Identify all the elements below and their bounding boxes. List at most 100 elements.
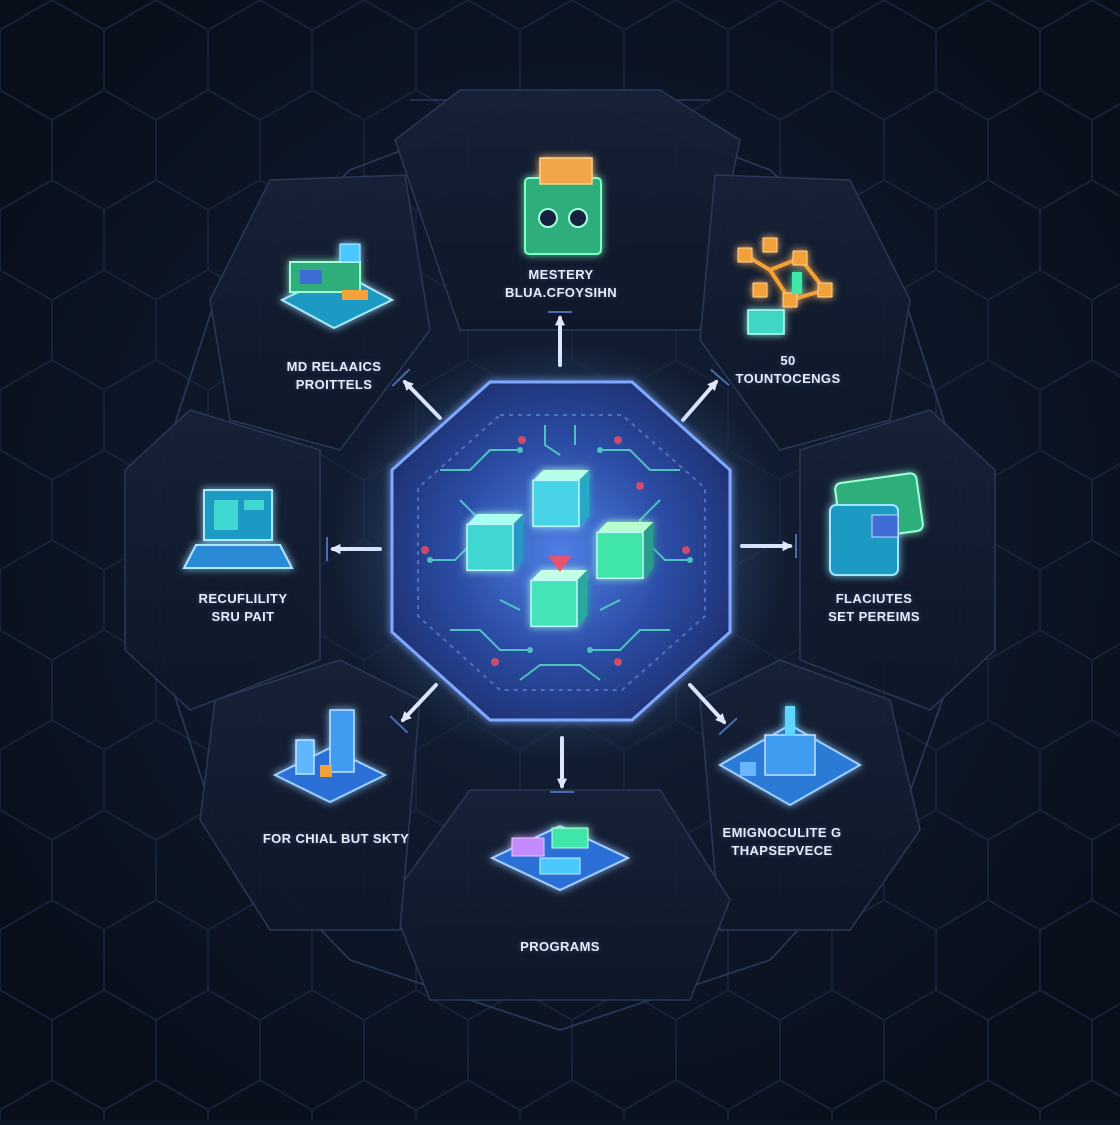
node-label-line: RECUFLILITY xyxy=(198,591,288,606)
circuit-node xyxy=(427,557,433,563)
arrow-bracket xyxy=(710,368,730,387)
cube-side xyxy=(513,514,524,571)
register-display xyxy=(339,243,361,263)
register-screen xyxy=(300,270,322,284)
circuit-node xyxy=(527,647,533,653)
terminal-body xyxy=(524,177,602,255)
circuit-trace xyxy=(499,599,521,611)
node-label-line: THAPSEPVECE xyxy=(731,843,833,858)
circuit-trace xyxy=(430,544,471,561)
circuit-red-dot xyxy=(682,546,690,554)
circuit-red-dot xyxy=(614,436,622,444)
cube-side xyxy=(643,522,654,579)
node-label-line: 50 xyxy=(780,353,796,368)
cube-front xyxy=(530,579,578,628)
core-hexagon-shape xyxy=(390,380,732,722)
city-tower xyxy=(785,706,795,736)
token-network-icon xyxy=(737,237,833,335)
node-label-line: EMIGNOCULITE G xyxy=(722,825,842,840)
server-rack-icon xyxy=(272,709,388,804)
city-building xyxy=(764,734,816,776)
node-label-top-right: 50 TOUNTOCENGS xyxy=(735,352,840,388)
arrow-head xyxy=(402,379,414,391)
block-cubes xyxy=(466,470,654,628)
rack-tower xyxy=(329,709,355,773)
arrow-head xyxy=(707,379,718,391)
terminal-button xyxy=(538,208,558,228)
token-base xyxy=(747,309,785,335)
rack-tower xyxy=(295,739,315,775)
arrow-head xyxy=(554,315,566,326)
node-label-left: RECUFLILITY SRU PAIT xyxy=(199,590,288,626)
rack-light xyxy=(320,765,332,777)
cube-front xyxy=(596,531,644,580)
board-chip xyxy=(539,857,581,875)
panel-bottom-right xyxy=(699,659,921,931)
laptop-keyboard xyxy=(182,544,294,569)
node-label-line: TOUNTOCENGS xyxy=(735,371,841,386)
terminal-card xyxy=(539,157,593,185)
token-bar xyxy=(792,272,802,294)
city-building-icon xyxy=(717,706,863,807)
node-label-line: PROGRAMS xyxy=(520,939,600,954)
circuit-trace xyxy=(590,629,670,651)
cube-left xyxy=(466,514,524,572)
node-label-bottom-right: EMIGNOCULITE G THAPSEPVECE xyxy=(723,824,842,860)
city-house xyxy=(740,762,756,776)
node-label-top-left: MD RELAAICS PROITTELS xyxy=(287,358,382,394)
cube-top xyxy=(531,570,588,581)
circuit-red-dot xyxy=(421,546,429,554)
cube-top-center xyxy=(532,470,590,528)
node-label-bottom-left: FOR CHIAL BUT SKTY xyxy=(263,830,409,848)
token-node xyxy=(782,292,798,308)
cube-side xyxy=(579,470,590,527)
cash-register-icon xyxy=(279,243,395,330)
circuit-node xyxy=(517,447,523,453)
cube-front xyxy=(532,479,580,528)
laptop-window xyxy=(214,500,238,530)
token-node xyxy=(737,247,753,263)
token-node xyxy=(762,237,778,253)
node-label-line: SET PEREIMS xyxy=(828,609,920,624)
circuit-trace xyxy=(600,449,680,471)
node-label-line: MESTERY xyxy=(528,267,594,282)
core-inner-outline xyxy=(417,414,706,691)
circuit-node xyxy=(687,557,693,563)
cube-bottom xyxy=(530,570,588,628)
node-label-bottom: PROGRAMS xyxy=(520,938,600,956)
core-red-marker xyxy=(548,556,572,572)
node-label-right: FLACIUTES SET PEREIMS xyxy=(828,590,920,626)
node-label-line: MD RELAAICS xyxy=(286,359,382,374)
circuit-trace xyxy=(649,544,690,561)
node-label-line: SRU PAIT xyxy=(211,609,275,624)
circuit-node xyxy=(597,447,603,453)
panel-bottom-left xyxy=(199,659,421,931)
cube-front xyxy=(466,523,514,572)
circuit-trace xyxy=(544,425,561,456)
node-label-line: FOR CHIAL BUT SKTY xyxy=(262,831,410,846)
laptop-icon xyxy=(182,489,294,569)
node-label-top: MESTERY BLUA.CFOYSIHN xyxy=(505,266,617,302)
payment-terminal-icon xyxy=(524,157,602,255)
cube-right xyxy=(596,522,654,580)
cube-side xyxy=(577,570,588,627)
node-label-line: PROITTELS xyxy=(295,377,373,392)
node-icons xyxy=(182,157,924,892)
arrow-head xyxy=(400,711,412,723)
circuit-trace xyxy=(440,449,520,471)
panel-top-right xyxy=(699,174,911,451)
arrow-bracket xyxy=(718,717,738,736)
circuit-red-dot xyxy=(636,482,644,490)
token-node xyxy=(817,282,833,298)
circuit-trace xyxy=(519,664,601,681)
arrow-head xyxy=(715,713,727,725)
blockchain-core-hexagon xyxy=(330,342,790,762)
circuit-red-dot xyxy=(491,658,499,666)
cube-top xyxy=(533,470,590,481)
token-node xyxy=(752,282,768,298)
circuit-trace xyxy=(599,599,621,611)
circuit-trace xyxy=(450,629,530,651)
laptop-window xyxy=(244,500,264,510)
